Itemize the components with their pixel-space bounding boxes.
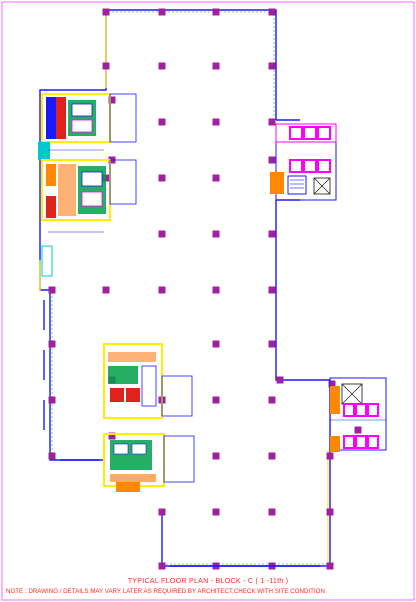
core-upper-right xyxy=(270,123,337,201)
column-marker xyxy=(268,118,276,126)
column-marker xyxy=(268,62,276,70)
column-marker xyxy=(354,426,362,434)
column-marker xyxy=(48,452,56,460)
column-marker xyxy=(158,62,166,70)
column-marker xyxy=(268,286,276,294)
column-marker xyxy=(158,118,166,126)
drawing-title: TYPICAL FLOOR PLAN - BLOCK - C ( 1 -11th… xyxy=(127,576,289,585)
column-grid xyxy=(48,8,362,570)
column-marker xyxy=(212,230,220,238)
column-marker xyxy=(212,340,220,348)
column-marker xyxy=(212,62,220,70)
facade-openings xyxy=(43,300,320,567)
column-marker xyxy=(212,286,220,294)
column-marker xyxy=(158,286,166,294)
balcony-edge xyxy=(39,12,329,566)
column-marker xyxy=(268,396,276,404)
column-marker xyxy=(48,396,56,404)
drawing-note: NOTE : DRAWING / DETAILS MAY VARY LATER … xyxy=(6,588,325,595)
column-marker xyxy=(212,508,220,516)
column-marker xyxy=(268,340,276,348)
column-marker xyxy=(158,174,166,182)
column-marker xyxy=(102,62,110,70)
column-marker xyxy=(268,452,276,460)
column-marker xyxy=(268,508,276,516)
core-upper-left xyxy=(38,93,137,277)
column-marker xyxy=(158,8,166,16)
column-marker xyxy=(326,562,334,570)
column-marker xyxy=(212,118,220,126)
column-marker xyxy=(48,286,56,294)
core-lower-middle xyxy=(103,343,195,492)
column-marker xyxy=(212,452,220,460)
column-marker xyxy=(326,508,334,516)
column-marker xyxy=(108,96,116,104)
column-marker xyxy=(276,376,284,384)
column-marker xyxy=(48,340,56,348)
column-marker xyxy=(212,396,220,404)
column-marker xyxy=(108,432,116,440)
column-marker xyxy=(212,8,220,16)
column-marker xyxy=(102,8,110,16)
column-marker xyxy=(268,156,276,164)
column-marker xyxy=(158,508,166,516)
column-marker xyxy=(268,8,276,16)
column-marker xyxy=(158,230,166,238)
column-marker xyxy=(268,230,276,238)
column-marker xyxy=(328,380,336,388)
column-marker xyxy=(326,452,334,460)
column-marker xyxy=(158,562,166,570)
column-marker xyxy=(102,286,110,294)
column-marker xyxy=(212,174,220,182)
core-lower-right xyxy=(329,377,387,452)
